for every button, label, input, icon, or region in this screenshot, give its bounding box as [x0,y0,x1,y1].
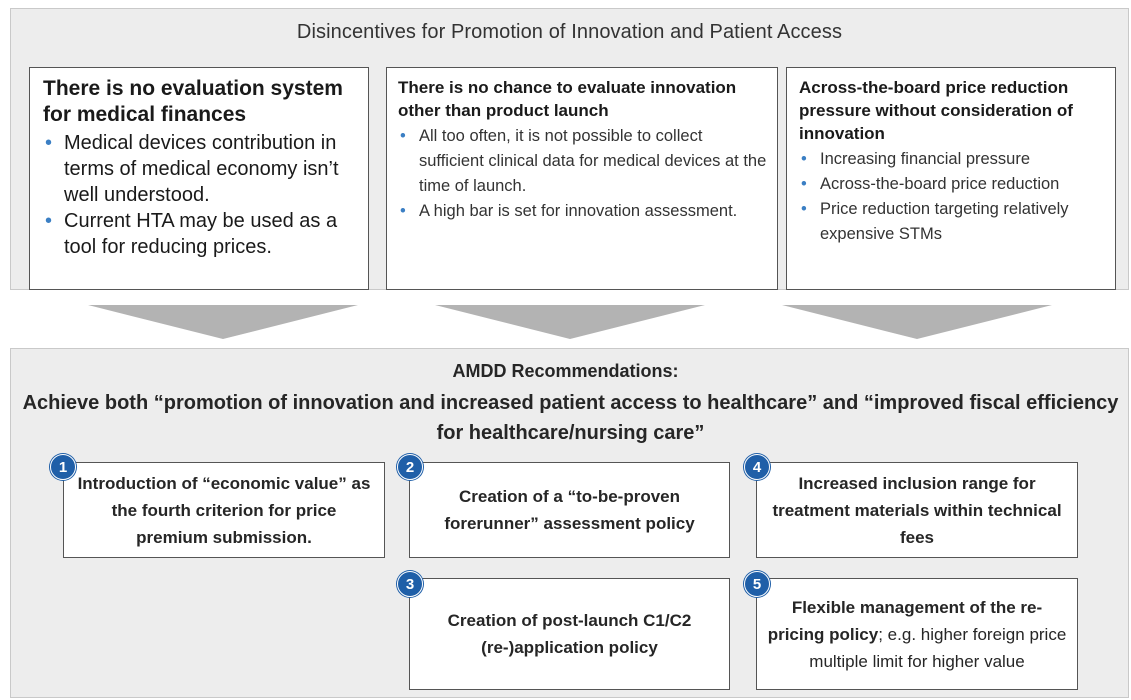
disincentives-panel: Disincentives for Promotion of Innovatio… [10,8,1129,290]
recommendation-text: Introduction of “economic value” as the … [77,473,371,547]
disincentive-heading: Across-the-board price reduction pressur… [799,78,1073,143]
down-arrow-3 [782,305,1052,339]
bullet-list: Increasing financial pressure Across-the… [799,147,1105,247]
recommendation-box-1: Introduction of “economic value” as the … [63,462,385,558]
disincentive-box-2: There is no chance to evaluate innovatio… [386,67,778,290]
bullet-item: A high bar is set for innovation assessm… [398,199,767,224]
disincentive-heading: There is no evaluation system for medica… [43,77,343,126]
disincentive-box-1: There is no evaluation system for medica… [29,67,369,290]
disincentive-box-3: Across-the-board price reduction pressur… [786,67,1116,290]
recommendation-text: Creation of post-launch C1/C2 (re-)appli… [447,611,692,657]
recommendation-box-2: Creation of a “to-be-proven forerunner” … [409,462,730,558]
recommendation-box-3: Creation of post-launch C1/C2 (re-)appli… [409,578,730,690]
bullet-item: Increasing financial pressure [799,147,1105,172]
recommendations-title: AMDD Recommendations: [452,361,679,381]
bullet-item: Price reduction targeting relatively exp… [799,197,1105,247]
recommendation-text-rest: ; e.g. higher foreign price multiple lim… [809,624,1067,671]
recommendation-text: Creation of a “to-be-proven forerunner” … [444,487,695,533]
bullet-list: Medical devices contribution in terms of… [43,130,358,260]
recommendations-subtitle: Achieve both “promotion of innovation an… [22,392,1119,444]
recommendation-text: Flexible management of the re-pricing po… [767,594,1067,675]
bullet-item: Medical devices contribution in terms of… [43,130,358,208]
number-badge-1: 1 [50,454,76,480]
number-badge-3: 3 [397,571,423,597]
bullet-item: All too often, it is not possible to col… [398,124,767,199]
number-badge-5: 5 [744,571,770,597]
disincentive-heading: There is no chance to evaluate innovatio… [398,78,737,120]
down-arrow-1 [88,305,358,339]
recommendation-text: Increased inclusion range for treatment … [772,473,1062,547]
disincentives-title: Disincentives for Promotion of Innovatio… [296,21,843,43]
down-arrow-2 [435,305,705,339]
recommendation-box-4: Increased inclusion range for treatment … [756,462,1078,558]
number-badge-2: 2 [397,454,423,480]
bullet-item: Across-the-board price reduction [799,172,1105,197]
recommendation-box-5: Flexible management of the re-pricing po… [756,578,1078,690]
bullet-item: Current HTA may be used as a tool for re… [43,208,358,260]
bullet-list: All too often, it is not possible to col… [398,124,767,224]
number-badge-4: 4 [744,454,770,480]
recommendation-text-bold: Flexible management of the re-pricing po… [767,597,1043,644]
